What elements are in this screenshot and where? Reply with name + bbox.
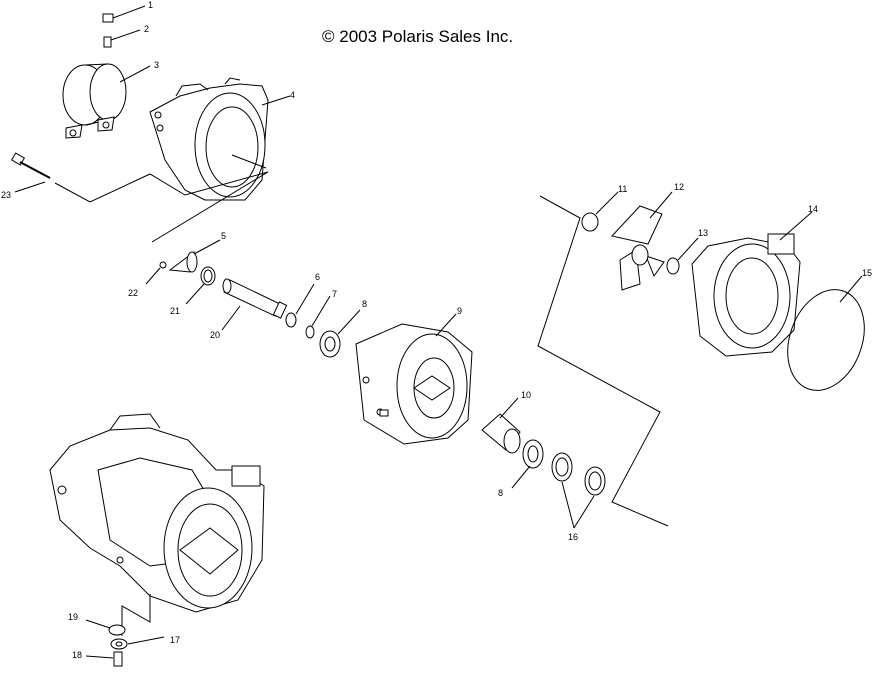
part-23-bolt (10, 152, 51, 193)
part-6-ring (285, 283, 315, 328)
callout-14: 14 (808, 204, 818, 214)
copyright-notice: © 2003 Polaris Sales Inc. (322, 27, 514, 46)
callout-13: 13 (698, 228, 708, 238)
callout-22: 22 (128, 288, 138, 298)
part-5-cone (168, 239, 221, 273)
part-14-wear-housing (691, 211, 813, 357)
callout-12: 12 (674, 182, 684, 192)
callout-3: 3 (154, 60, 159, 70)
part-17-washer (110, 636, 165, 650)
callout-7: 7 (332, 289, 337, 299)
part-1-bolt (102, 5, 146, 23)
part-9-stator-housing (355, 313, 473, 445)
callout-23: 23 (1, 190, 11, 200)
part-13-nut (666, 237, 699, 275)
assembled-pump (49, 413, 265, 613)
part-4-pump-housing (149, 77, 291, 201)
part-7-washer (305, 295, 331, 339)
callout-4: 4 (290, 90, 295, 100)
part-18-bolt (85, 651, 123, 667)
callout-21: 21 (170, 306, 180, 316)
callout-5: 5 (221, 231, 226, 241)
callout-1: 1 (148, 0, 153, 10)
callout-8-lower: 8 (498, 488, 503, 498)
callout-16: 16 (568, 532, 578, 542)
callout-20: 20 (210, 330, 220, 340)
part-15-gasket (787, 275, 865, 391)
part-16-seals (551, 452, 606, 529)
part-12-impeller (611, 191, 673, 291)
part-3-clamp-ring (62, 63, 151, 139)
callout-9: 9 (457, 306, 462, 316)
callout-8-upper: 8 (362, 299, 367, 309)
callout-11: 11 (618, 184, 627, 194)
part-20-drive-shaft (221, 278, 288, 331)
callout-19: 19 (68, 612, 78, 622)
callout-2: 2 (144, 24, 149, 34)
callout-15: 15 (862, 268, 872, 278)
part-10-sleeve (481, 397, 521, 454)
callout-17: 17 (170, 635, 180, 645)
part-21-o-ring (185, 266, 216, 305)
callout-18: 18 (72, 650, 82, 660)
assembly-bracket-top (54, 171, 269, 243)
part-11-bushing (581, 191, 619, 232)
part-2-plug (103, 29, 141, 48)
assembly-bracket-bottom (121, 594, 151, 636)
part-19-washer (85, 619, 126, 636)
part-22-screw (145, 261, 167, 285)
callout-10: 10 (521, 390, 531, 400)
callout-6: 6 (315, 272, 320, 282)
assembly-bracket-right (537, 195, 669, 527)
part-8-bearing-upper (319, 309, 361, 358)
part-8-bearing-lower (511, 439, 544, 489)
